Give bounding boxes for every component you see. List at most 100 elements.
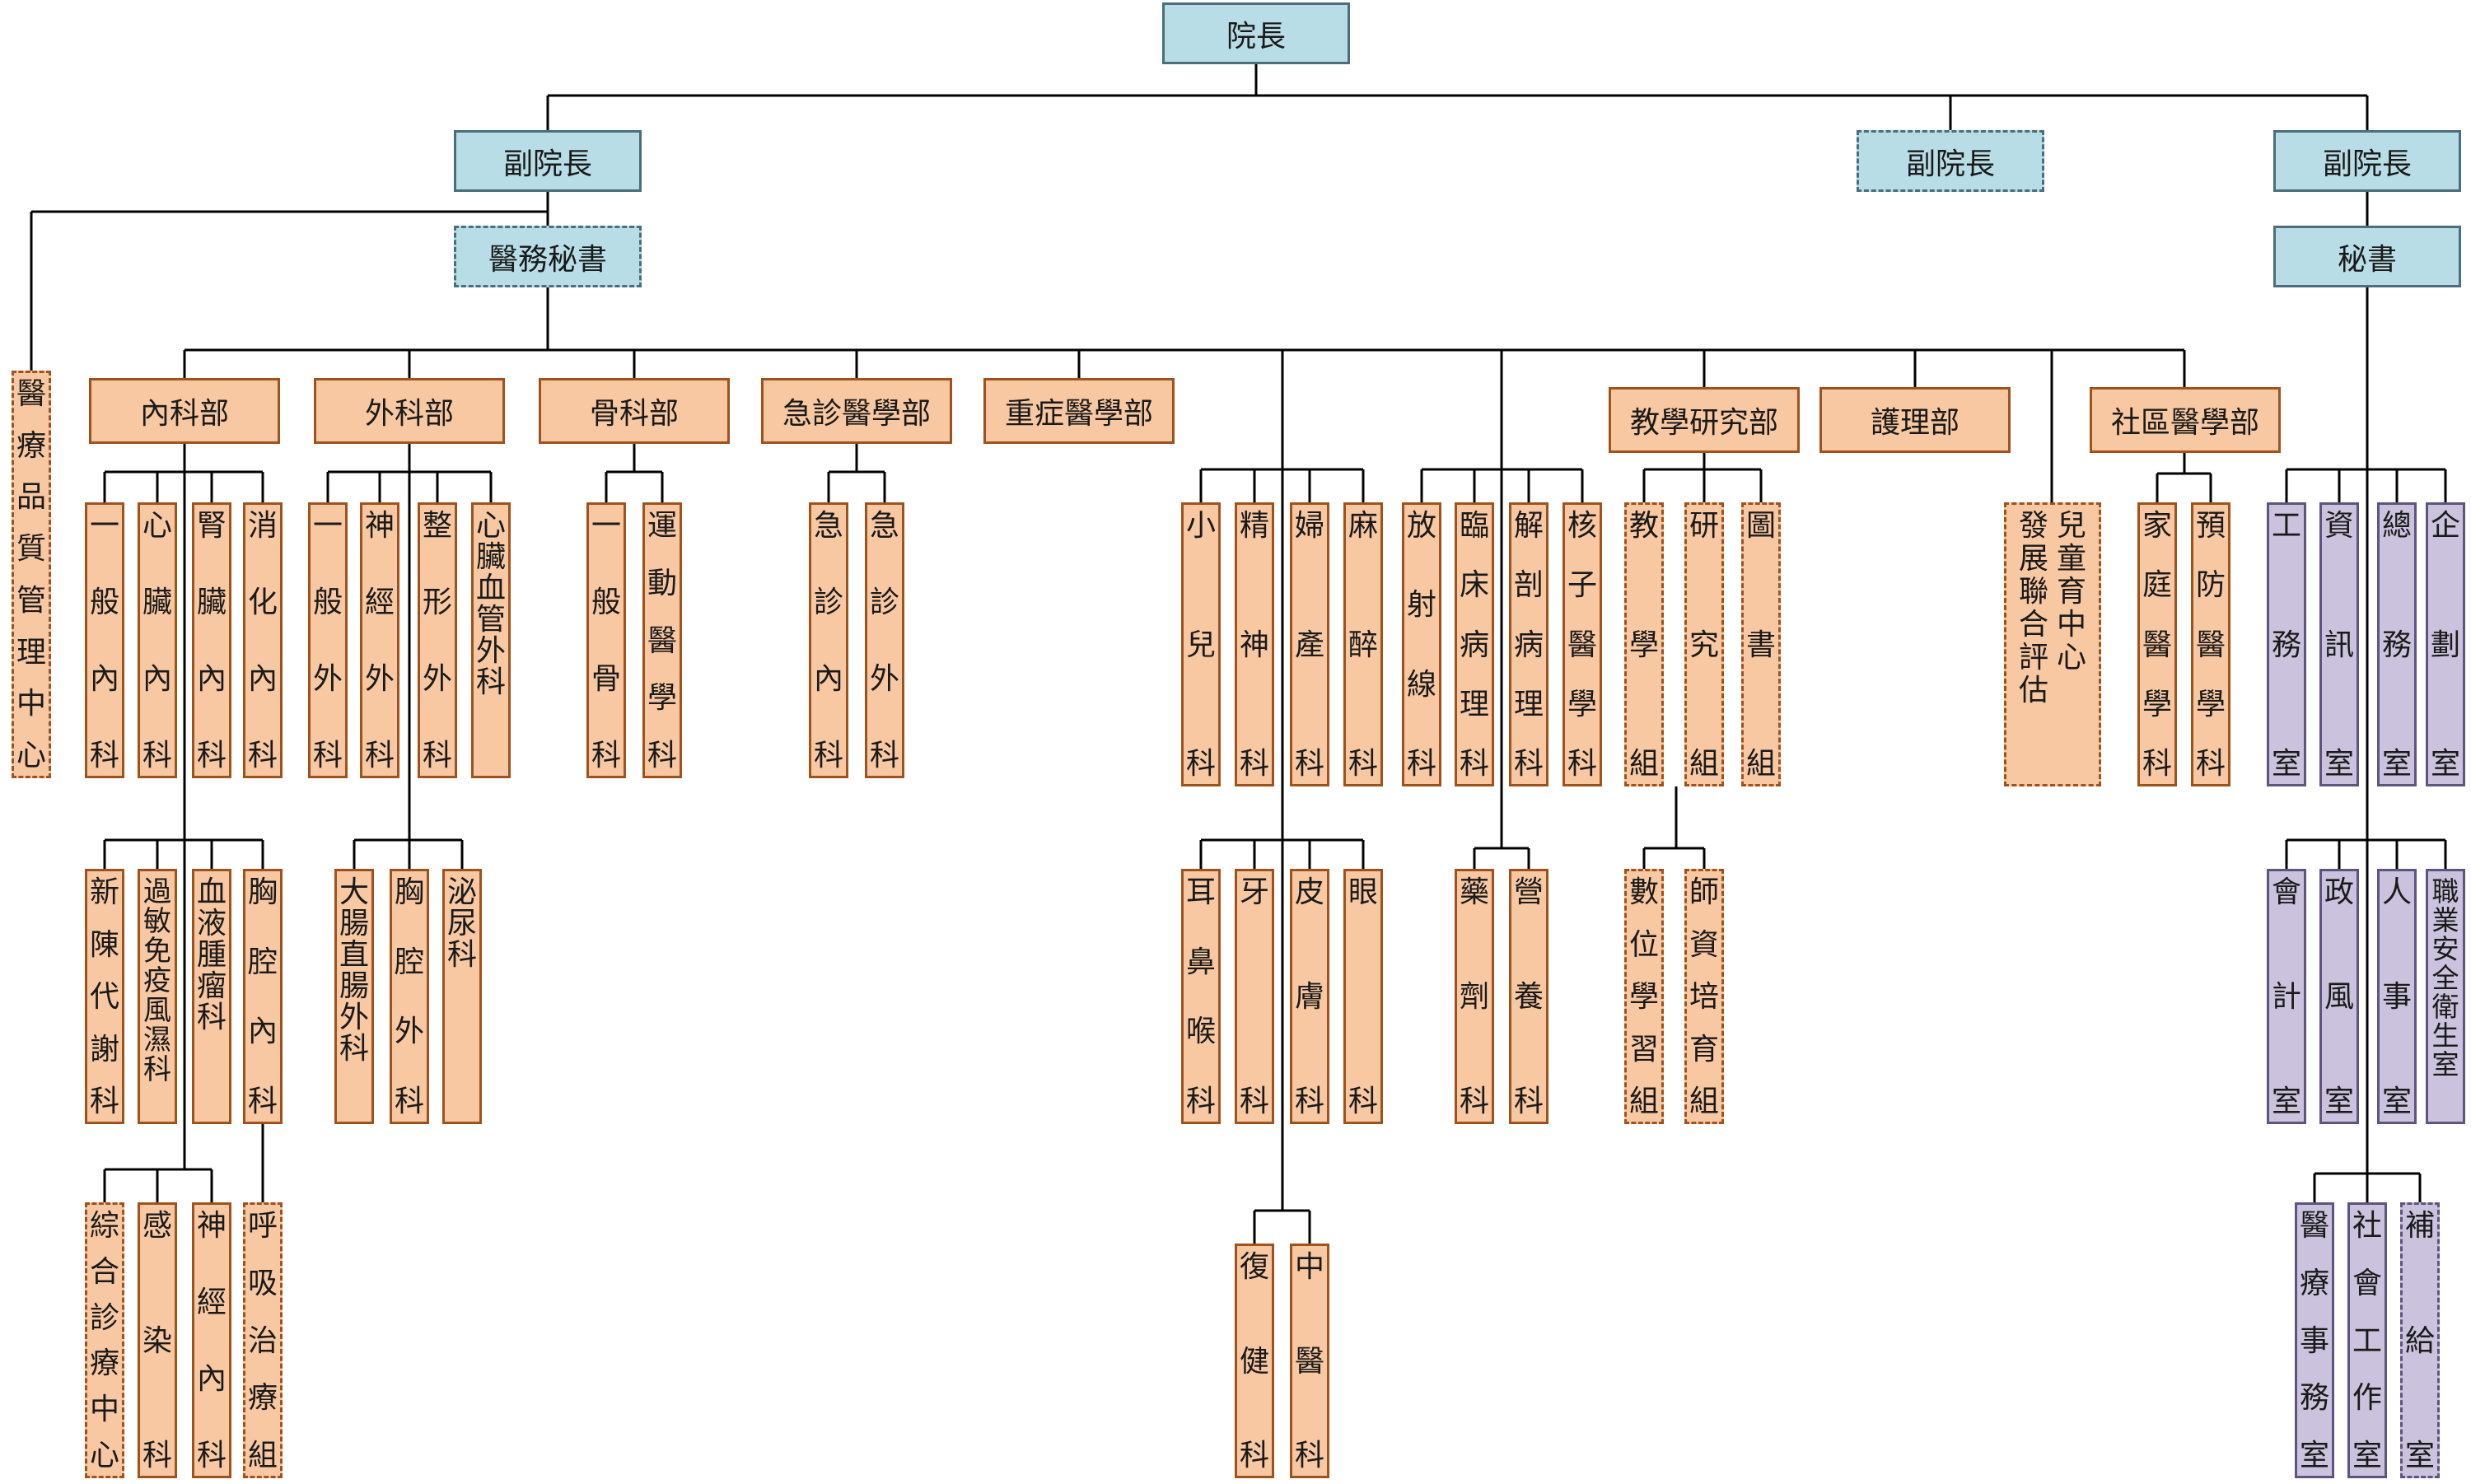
office-box-4: 企劃室 <box>2426 502 2465 786</box>
division-box-im-5: 新陳代謝科 <box>85 869 124 1124</box>
office-box-3-label: 總務室 <box>2381 509 2412 781</box>
division-box-sa-5-label: 耳鼻喉科 <box>1185 875 1216 1118</box>
division-box-sa-3-label: 婦產科 <box>1294 509 1324 781</box>
division-box-sa-7-label: 皮膚科 <box>1294 875 1324 1118</box>
division-box-sa-10: 中醫科 <box>1290 1244 1329 1478</box>
secretary-box: 秘書 <box>2273 226 2461 287</box>
division-box-im-7-label: 血液腫瘤科 <box>196 875 227 1034</box>
division-box-im-4: 消化內科 <box>243 502 283 778</box>
division-box-sb-3: 解剖病理科 <box>1509 502 1548 786</box>
department-box-1-label: 內科部 <box>139 397 229 431</box>
office-box-3: 總務室 <box>2377 502 2417 786</box>
division-box-tr-5: 師資培育組 <box>1684 869 1724 1124</box>
division-box-or-2-label: 運動醫學科 <box>647 509 677 772</box>
office-box-8-label: 職業安全衛生室 <box>2431 875 2459 1080</box>
division-box-sb-6: 營養科 <box>1509 869 1548 1124</box>
division-box-sa-1: 小兒科 <box>1181 502 1221 786</box>
vice-president-box-3-label: 副院長 <box>2322 147 2412 181</box>
division-box-sa-4: 麻醉科 <box>1343 502 1383 786</box>
division-box-su-6: 胸腔外科 <box>390 869 429 1124</box>
division-box-im-8-label: 胸腔內科 <box>247 875 278 1118</box>
division-box-im-5-label: 新陳代謝科 <box>89 875 119 1118</box>
division-box-su-5-label: 大腸直腸外科 <box>339 875 369 1066</box>
division-box-su-7: 泌尿科 <box>442 869 482 1124</box>
department-box-teaching-research: 教學研究部 <box>1609 387 1800 453</box>
division-box-sb-3-label: 解剖病理科 <box>1513 509 1544 781</box>
division-box-su-4: 心臟血管外科 <box>471 502 511 778</box>
quality-management-center-box: 醫療品質管理中心 <box>12 371 51 778</box>
secretary-box-label: 秘書 <box>2337 242 2397 277</box>
division-box-tr-1-label: 教學組 <box>1628 509 1659 781</box>
office-box-5-label: 會計室 <box>2271 875 2301 1118</box>
division-box-su-3-label: 整形外科 <box>422 509 452 772</box>
division-box-su-6-label: 胸腔外科 <box>394 875 424 1118</box>
office-box-9: 醫療事務室 <box>2295 1202 2334 1478</box>
office-box-5: 會計室 <box>2267 869 2306 1124</box>
office-box-2-label: 資訊室 <box>2324 509 2354 781</box>
division-box-im-8: 胸腔內科 <box>243 869 283 1124</box>
division-box-su-4-label: 心臟血管外科 <box>475 509 506 699</box>
division-box-sa-4-label: 麻醉科 <box>1348 509 1378 781</box>
office-box-1-label: 工務室 <box>2271 509 2301 781</box>
medical-secretary-box-label: 醫務秘書 <box>488 242 607 277</box>
division-box-im-9: 綜合診療中心 <box>85 1202 124 1478</box>
division-box-cm-1-label: 家庭醫學科 <box>2142 509 2172 781</box>
quality-management-center-box-label: 醫療品質管理中心 <box>16 377 46 772</box>
division-box-sb-4: 核子醫學科 <box>1562 502 1602 786</box>
department-box-teaching-research-label: 教學研究部 <box>1629 406 1778 440</box>
division-box-tr-3: 圖書組 <box>1741 502 1781 786</box>
department-box-community-label: 社區醫學部 <box>2110 406 2259 440</box>
department-box-3-label: 骨科部 <box>589 397 679 431</box>
division-box-tr-1: 教學組 <box>1624 502 1664 786</box>
division-box-sa-2: 精神科 <box>1235 502 1274 786</box>
division-box-sb-2-label: 臨床病理科 <box>1459 509 1489 781</box>
division-box-sa-10-label: 中醫科 <box>1294 1250 1324 1472</box>
division-box-im-11: 神經內科 <box>192 1202 231 1478</box>
division-box-im-7: 血液腫瘤科 <box>192 869 231 1124</box>
division-box-tr-4: 數位學習組 <box>1624 869 1664 1124</box>
medical-secretary-box: 醫務秘書 <box>454 226 642 287</box>
division-box-sa-5: 耳鼻喉科 <box>1181 869 1221 1124</box>
office-box-6-label: 政風室 <box>2324 875 2354 1118</box>
vice-president-box-1-label: 副院長 <box>502 147 592 181</box>
division-box-or-2: 運動醫學科 <box>642 502 682 778</box>
division-box-tr-2: 研究組 <box>1684 502 1724 786</box>
division-box-im-10: 感染科 <box>138 1202 177 1478</box>
vice-president-box-2-label: 副院長 <box>1905 147 1995 181</box>
division-box-im-1: 一般內科 <box>85 502 124 778</box>
department-box-nursing: 護理部 <box>1819 387 2011 453</box>
department-box-3: 骨科部 <box>539 378 730 444</box>
division-box-sb-5-label: 藥劑科 <box>1459 875 1489 1118</box>
division-box-su-1-label: 一般外科 <box>312 509 343 772</box>
office-box-2: 資訊室 <box>2319 502 2359 786</box>
division-box-sa-6-label: 牙科 <box>1239 875 1269 1118</box>
division-box-sa-1-label: 小兒科 <box>1185 509 1216 781</box>
division-box-im-2-label: 心臟內科 <box>142 509 172 772</box>
department-box-nursing-label: 護理部 <box>1870 406 1960 440</box>
department-box-2-label: 外科部 <box>364 397 454 431</box>
division-box-im-12: 呼吸治療組 <box>243 1202 283 1478</box>
division-box-or-1: 一般骨科 <box>586 502 626 778</box>
division-box-sa-3: 婦產科 <box>1290 502 1329 786</box>
director-box-label: 院長 <box>1226 19 1286 54</box>
division-box-cm-2-label: 預防醫學科 <box>2195 509 2226 781</box>
office-box-7-label: 人事室 <box>2381 875 2412 1118</box>
department-box-community: 社區醫學部 <box>2090 387 2281 453</box>
department-box-4-label: 急診醫學部 <box>782 397 931 431</box>
department-box-5-label: 重症醫學部 <box>1004 397 1153 431</box>
division-box-im-4-label: 消化內科 <box>247 509 278 772</box>
division-box-sb-2: 臨床病理科 <box>1455 502 1494 786</box>
division-box-su-2-label: 神經外科 <box>364 509 395 772</box>
division-box-im-3-label: 腎臟內科 <box>196 509 227 772</box>
vice-president-box-1: 副院長 <box>454 130 642 192</box>
division-box-im-3: 腎臟內科 <box>192 502 231 778</box>
division-box-sb-1-label: 放射線科 <box>1406 509 1436 781</box>
division-box-sa-9: 復健科 <box>1235 1244 1274 1478</box>
division-box-or-1-label: 一般骨科 <box>591 509 621 772</box>
division-box-tr-2-label: 研究組 <box>1689 509 1719 781</box>
division-box-su-2: 神經外科 <box>360 502 399 778</box>
division-box-sa-2-label: 精神科 <box>1239 509 1269 781</box>
division-box-em-2: 急診外科 <box>865 502 904 778</box>
division-box-sa-9-label: 復健科 <box>1239 1250 1269 1472</box>
